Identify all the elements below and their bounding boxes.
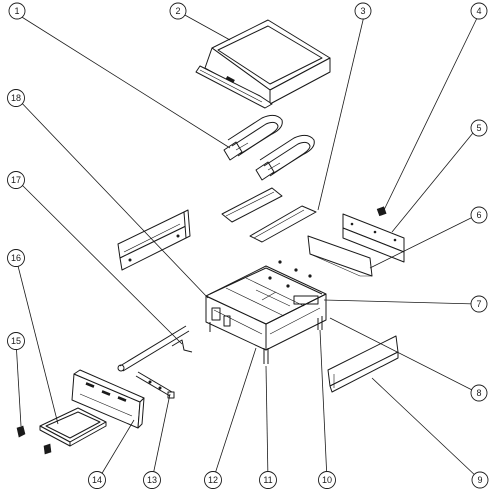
callout-6-label: 6 [476,210,481,220]
callout-11: 11 [259,471,277,489]
callout-15-label: 15 [11,336,21,346]
control-knob [376,206,387,217]
callout-13: 13 [143,471,161,489]
callout-6: 6 [470,206,488,224]
callout-16-label: 16 [11,253,21,263]
callout-9-label: 9 [477,475,482,485]
callout-3-label: 3 [360,6,365,16]
callout-4: 4 [470,2,488,20]
front-shield [307,235,373,277]
callout-1: 1 [8,2,26,20]
heat-deflectors [221,187,317,243]
callout-18-label: 18 [11,93,21,103]
callout-8-label: 8 [476,388,481,398]
adjustable-foot [16,425,52,455]
callout-14: 14 [88,471,106,489]
callout-5-label: 5 [476,123,481,133]
callout-17: 17 [7,171,25,189]
drip-tray [39,407,107,447]
griddle-plate [195,19,331,109]
callout-15: 15 [7,332,25,350]
callout-18: 18 [7,89,25,107]
callout-7: 7 [470,295,488,313]
callout-5: 5 [470,119,488,137]
base-frame [205,260,327,364]
front-panel [342,213,405,263]
control-panel [71,369,145,429]
callout-9: 9 [471,471,489,489]
callout-10-label: 10 [322,475,332,485]
callout-1-label: 1 [14,6,19,16]
callout-14-label: 14 [92,475,102,485]
callout-12: 12 [204,471,222,489]
callout-17-label: 17 [11,175,21,185]
rear-panel [327,335,399,393]
callout-11-label: 11 [263,475,272,485]
callout-4-label: 4 [476,6,481,16]
side-panel [117,209,191,271]
callout-2-label: 2 [175,6,180,16]
gas-manifold [117,325,193,399]
callout-8: 8 [470,384,488,402]
burner-tubes [223,114,315,181]
callout-16: 16 [7,249,25,267]
callout-7-label: 7 [476,299,481,309]
callout-12-label: 12 [208,475,218,485]
callout-13-label: 13 [147,475,157,485]
callout-3: 3 [354,2,372,20]
callout-2: 2 [169,2,187,20]
callout-10: 10 [318,471,336,489]
leader-lines [15,13,479,481]
